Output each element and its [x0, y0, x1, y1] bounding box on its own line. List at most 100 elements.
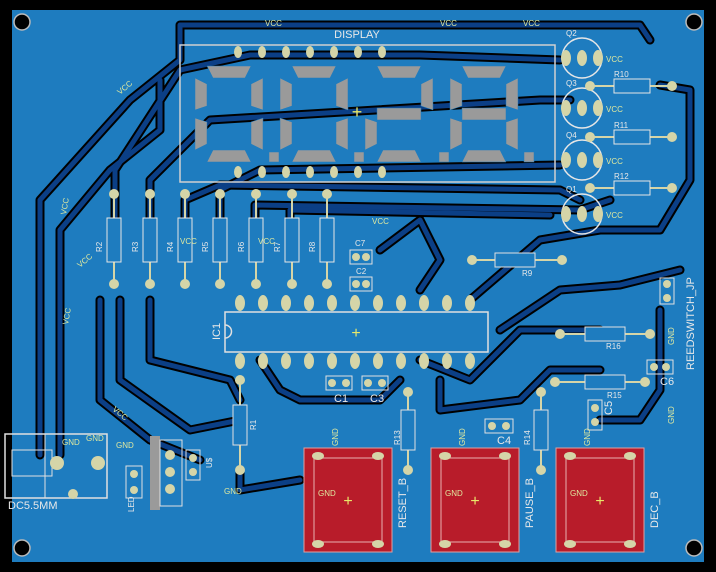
transistor-label: Q3	[566, 79, 577, 88]
ic-pin-bottom	[419, 353, 429, 369]
ic-pin-bottom	[281, 353, 291, 369]
transistor-label: Q1	[566, 185, 577, 194]
r14-label: R14	[523, 430, 532, 445]
ic-pin-top	[327, 295, 337, 311]
resistor-r13: R13	[393, 387, 416, 475]
ic-pin-bottom	[350, 353, 360, 369]
segment-c	[250, 117, 264, 151]
resistor-label: R6	[237, 241, 246, 252]
ic-pin-top	[442, 295, 452, 311]
display-pad-top	[234, 46, 242, 58]
resistor-r2: R2	[95, 189, 122, 289]
vcc-label-5: VCC	[59, 197, 71, 215]
segment-b	[250, 77, 264, 111]
vcc-label: VCC	[606, 105, 623, 114]
ic-pin-top	[350, 295, 360, 311]
c2-label: C2	[356, 267, 367, 276]
vcc-label: VCC	[606, 157, 623, 166]
trace-layer	[35, 20, 695, 495]
resistor-label: R7	[273, 241, 282, 252]
reedswitch-header: REEDSWITCH_JP GND GND	[659, 277, 697, 424]
segment-e	[279, 117, 293, 151]
capacitor-c1: C1	[325, 375, 353, 405]
vcc-label-3: VCC	[523, 19, 540, 28]
ic-pin-bottom	[373, 353, 383, 369]
r1-gnd-label: GND	[224, 487, 242, 496]
vcc-label-9: VCC	[372, 217, 389, 226]
button-label: PAUSE_B	[524, 478, 536, 528]
reg-gnd-label: GND	[116, 441, 134, 450]
ic-pin-top	[281, 295, 291, 311]
display-pad-bottom	[258, 166, 266, 178]
segment-e	[449, 117, 463, 151]
ic-pin-top	[258, 295, 268, 311]
resistor-label: R8	[308, 241, 317, 252]
r13-label: R13	[393, 430, 402, 445]
button-gnd-label-vert: GND	[458, 428, 467, 446]
button-label: RESET_B	[397, 478, 409, 528]
ic-pin-top	[419, 295, 429, 311]
digit-3	[364, 65, 450, 163]
resistor-r14: R14	[523, 387, 549, 475]
resistor-label: R5	[201, 241, 210, 252]
segment-b	[335, 77, 349, 111]
capacitor-c5: C5	[587, 399, 615, 431]
resistor-r11: R11	[585, 121, 677, 145]
ic-pin-bottom	[465, 353, 475, 369]
segment-f	[279, 77, 293, 111]
segment-f	[449, 77, 463, 111]
resistor-r7: R7	[273, 189, 300, 289]
segment-c	[505, 117, 519, 151]
button-gnd-label: GND	[445, 489, 463, 498]
display-pad-bottom	[378, 166, 386, 178]
resistor-label: R3	[131, 241, 140, 252]
segment-d	[291, 149, 337, 163]
decimal-point	[268, 151, 280, 163]
segment-d	[206, 149, 252, 163]
segment-a	[206, 65, 252, 79]
button-gnd-label: GND	[570, 489, 588, 498]
regulator-label: U$	[205, 457, 214, 468]
jack-gnd-label-1: GND	[62, 438, 80, 447]
resistor-r16: R16	[555, 326, 655, 351]
reedswitch-label: REEDSWITCH_JP	[685, 277, 697, 370]
segment-b	[505, 77, 519, 111]
segment-a	[291, 65, 337, 79]
segment-e	[364, 117, 378, 151]
power-jack-label: DC5.5MM	[8, 500, 58, 512]
button-gnd-label-vert: GND	[331, 428, 340, 446]
transistor-label: Q2	[566, 29, 577, 38]
vcc-label-11: VCC	[258, 237, 275, 246]
jack-gnd-label-2: GND	[86, 434, 104, 443]
decimal-point	[438, 151, 450, 163]
c3-label: C3	[370, 393, 384, 405]
resistor-label: R2	[95, 241, 104, 252]
c7-label: C7	[355, 239, 366, 248]
r9-label: R9	[522, 269, 533, 278]
ic-pin-bottom	[258, 353, 268, 369]
r16-label: R16	[606, 342, 621, 351]
digit-2	[279, 65, 365, 163]
seven-segment-display: DISPLAY +	[179, 29, 556, 183]
ic-pin-bottom	[304, 353, 314, 369]
decimal-point	[523, 151, 535, 163]
ic-pin-bottom	[396, 353, 406, 369]
display-pad-top	[258, 46, 266, 58]
resistor-r15: R15	[550, 374, 650, 400]
button-gnd-label-vert: GND	[583, 428, 592, 446]
vcc-label: VCC	[606, 55, 623, 64]
button-label: DEC_B	[649, 491, 661, 528]
resistor-r10: R10	[585, 70, 677, 94]
mounting-holes	[13, 13, 703, 557]
capacitor-c2: C2	[349, 267, 373, 292]
svg-text:+: +	[343, 493, 352, 510]
ic1-label: IC1	[211, 323, 223, 340]
display-pad-bottom	[354, 166, 362, 178]
